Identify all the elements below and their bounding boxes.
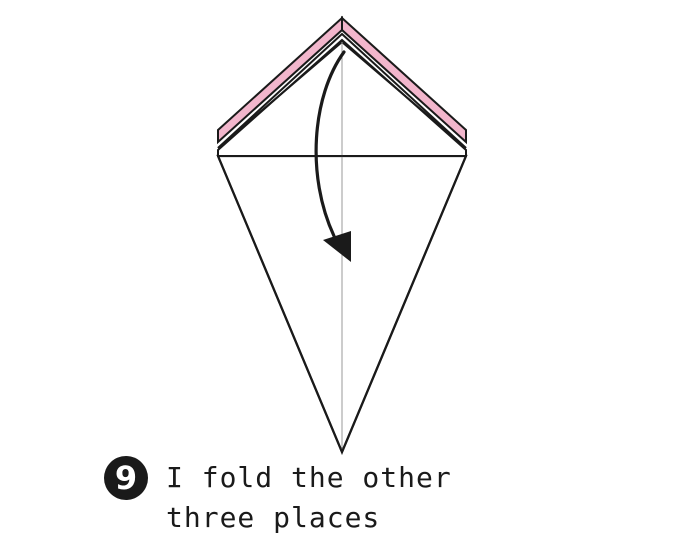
flap-layer-back-3 [217, 32, 467, 149]
step-instruction: I fold the other three places [166, 458, 586, 538]
curved-arrow-down-icon [314, 50, 351, 262]
step-number-badge: 9 [104, 456, 148, 500]
flap-pink-right [341, 15, 467, 145]
kite-lower-outline [216, 155, 468, 455]
instruction-line-1: I fold the other [166, 461, 452, 494]
instruction-line-2: three places [166, 501, 381, 534]
